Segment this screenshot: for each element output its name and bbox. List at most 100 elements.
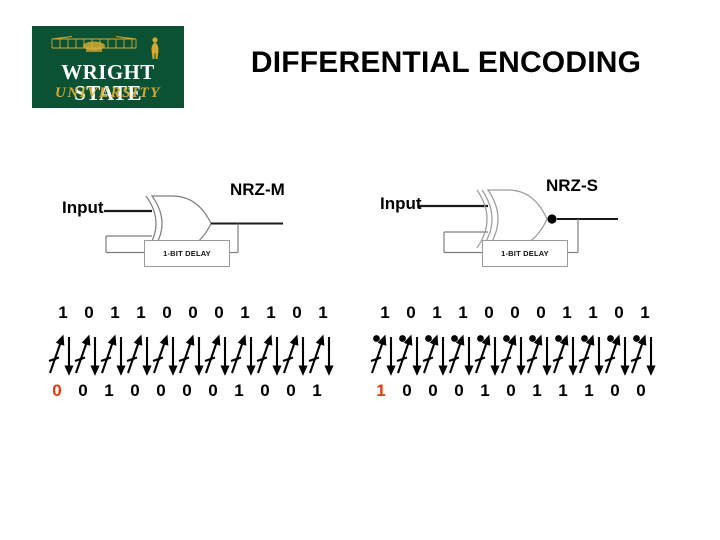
bit-cell: 1 <box>558 381 568 400</box>
wright-state-university-logo: WRIGHT STATE UNIVERSITY <box>32 26 184 108</box>
bit-cell: 1 <box>104 381 114 400</box>
arrow-glyph-icon <box>230 334 256 376</box>
slide-title: DIFFERENTIAL ENCODING <box>250 46 642 79</box>
diagram-nrz-s: Input NRZ-S 1-BIT DELAY <box>368 176 698 293</box>
input-label-nrz-s: Input <box>380 194 422 213</box>
bit-cell: 0 <box>52 381 62 400</box>
transition-arrow-pair <box>526 333 552 379</box>
bit-cell: 1 <box>312 381 322 400</box>
bit-cell: 1 <box>458 303 468 322</box>
transition-arrow-pair <box>552 333 578 379</box>
bit-cell: 0 <box>208 381 218 400</box>
output-label-nrz-m: NRZ-M <box>230 180 285 199</box>
bit-cell: 0 <box>454 381 464 400</box>
bit-cell: 0 <box>406 303 416 322</box>
bit-cell: 0 <box>286 381 296 400</box>
bit-cell: 0 <box>78 381 88 400</box>
transition-arrow-pair <box>370 333 396 379</box>
bit-cell: 0 <box>292 303 302 322</box>
bit-cell: 1 <box>380 303 390 322</box>
arrow-glyph-icon <box>256 334 282 376</box>
arrow-glyph-icon <box>630 334 656 376</box>
transition-arrow-pair <box>178 333 204 379</box>
arrow-glyph-icon <box>578 334 604 376</box>
transition-arrow-pair <box>152 333 178 379</box>
arrow-glyph-icon <box>126 334 152 376</box>
transition-arrow-pair <box>448 333 474 379</box>
inversion-bubble-icon <box>547 214 557 224</box>
arrow-glyph-icon <box>500 334 526 376</box>
bit-cell: 1 <box>588 303 598 322</box>
bit-cell: 0 <box>162 303 172 322</box>
bit-cell: 1 <box>234 381 244 400</box>
transition-arrow-pair <box>308 333 334 379</box>
arrow-glyph-icon <box>178 334 204 376</box>
transition-arrow-pair <box>396 333 422 379</box>
nrz-s-circuit-svg <box>418 189 618 254</box>
arrow-glyph-icon <box>308 334 334 376</box>
input-label-nrz-m: Input <box>62 198 104 217</box>
bit-cell: 0 <box>536 303 546 322</box>
bit-cell: 0 <box>214 303 224 322</box>
bit-cell: 1 <box>432 303 442 322</box>
diagram-nrz-m: Input NRZ-M 1-BIT DELAY <box>48 178 378 293</box>
transition-arrow-pair <box>422 333 448 379</box>
bit-cell: 1 <box>640 303 650 322</box>
arrow-glyph-icon <box>282 334 308 376</box>
arrow-glyph-icon <box>48 334 74 376</box>
transition-arrow-pair <box>230 333 256 379</box>
bit-cell: 1 <box>110 303 120 322</box>
bit-cell: 1 <box>480 381 490 400</box>
arrow-glyph-icon <box>474 334 500 376</box>
logo-wordmark-line1: WRIGHT STATE <box>61 60 155 105</box>
bit-cell: 0 <box>510 303 520 322</box>
bit-cell: 0 <box>636 381 646 400</box>
transition-arrow-pair <box>256 333 282 379</box>
wright-flyer-icon <box>51 36 137 52</box>
delay-block-nrz-s: 1-BIT DELAY <box>482 240 568 267</box>
transition-arrow-pair <box>100 333 126 379</box>
transition-arrow-pair <box>126 333 152 379</box>
output-label-nrz-s: NRZ-S <box>546 176 598 195</box>
bit-cell: 0 <box>484 303 494 322</box>
bit-cell: 0 <box>506 381 516 400</box>
arrow-glyph-icon <box>604 334 630 376</box>
transition-arrow-pair <box>578 333 604 379</box>
transition-arrow-pair <box>500 333 526 379</box>
bit-cell: 1 <box>58 303 68 322</box>
bit-cell: 0 <box>188 303 198 322</box>
arrow-glyph-icon <box>396 334 422 376</box>
delay-block-nrz-m: 1-BIT DELAY <box>144 240 230 267</box>
transition-arrow-pair <box>74 333 100 379</box>
arrow-glyph-icon <box>370 334 396 376</box>
transition-arrow-pair <box>48 333 74 379</box>
arrow-glyph-icon <box>204 334 230 376</box>
bit-cell: 0 <box>260 381 270 400</box>
transition-arrow-pair <box>204 333 230 379</box>
bit-cell: 1 <box>318 303 328 322</box>
bit-cell: 0 <box>614 303 624 322</box>
logo-wordmark-line2: UNIVERSITY <box>54 85 162 101</box>
arrow-glyph-icon <box>448 334 474 376</box>
bit-cell: 0 <box>610 381 620 400</box>
arrow-glyph-icon <box>152 334 178 376</box>
bit-cell: 1 <box>376 381 386 400</box>
bit-cell: 1 <box>584 381 594 400</box>
arrow-glyph-icon <box>422 334 448 376</box>
bit-cell: 0 <box>182 381 192 400</box>
transition-arrow-pair <box>604 333 630 379</box>
transition-arrow-pair <box>630 333 656 379</box>
bit-cell: 0 <box>84 303 94 322</box>
xnor-gate-icon <box>476 189 557 249</box>
arrow-glyph-icon <box>526 334 552 376</box>
bit-cell: 1 <box>136 303 146 322</box>
bit-cell: 0 <box>130 381 140 400</box>
standing-figure-icon <box>151 37 159 59</box>
arrow-glyph-icon <box>552 334 578 376</box>
transition-arrow-pair <box>474 333 500 379</box>
transition-arrows-nrz-s <box>370 333 656 379</box>
bit-cell: 0 <box>428 381 438 400</box>
